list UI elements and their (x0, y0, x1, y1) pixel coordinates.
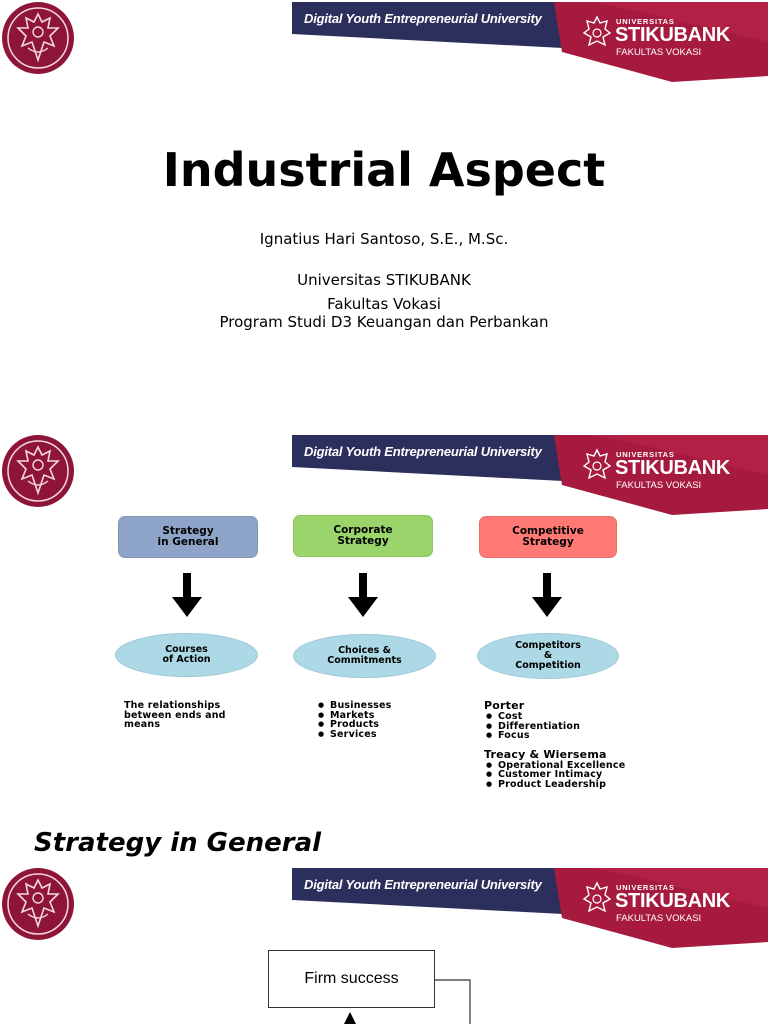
list-item: Cost (484, 712, 625, 722)
page-title: Industrial Aspect (162, 143, 606, 197)
university-logo (2, 435, 74, 507)
list-item: Products (316, 720, 392, 730)
oval-line: of Action (162, 654, 211, 665)
oval-line: Commitments (327, 655, 402, 666)
list-item: Product Leadership (484, 779, 625, 790)
connector-lines (344, 1012, 356, 1024)
small-emblem-icon (583, 881, 611, 913)
banner-background (292, 2, 768, 82)
box-line: Strategy (522, 536, 574, 548)
brand-small-text: UNIVERSITAS (616, 450, 675, 459)
competitors-competition-oval: Competitors&Competition (477, 633, 619, 679)
slide-1: Digital Youth Entrepreneurial University… (0, 0, 768, 400)
down-arrow-icon (172, 573, 202, 617)
connector-line (435, 979, 471, 1024)
list-item: Differentiation (484, 721, 625, 732)
brand-name: STIKUBANK (615, 457, 731, 479)
tagline: Digital Youth Entrepreneurial University (304, 444, 542, 459)
column-2-note: Businesses Markets Products Services (316, 701, 392, 739)
section-title: Strategy in General (34, 828, 322, 858)
brand-name: STIKUBANK (615, 890, 731, 912)
small-emblem-icon (583, 448, 611, 480)
box-line: Competitive (512, 525, 584, 537)
brand-name: STIKUBANK (615, 24, 731, 46)
program-name: Program Studi D3 Keuangan dan Perbankan (219, 313, 549, 331)
author-name: Ignatius Hari Santoso, S.E., M.Sc. (259, 230, 509, 248)
note-line: means (124, 719, 161, 730)
column-3-note: Porter Cost Differentiation Focus Treacy… (484, 700, 625, 789)
tagline: Digital Youth Entrepreneurial University (304, 11, 542, 26)
oval-line: & (543, 650, 553, 661)
university-logo (2, 868, 74, 940)
slide-3: Digital Youth Entrepreneurial University… (0, 866, 768, 1024)
brand-sub-text: FAKULTAS VOKASI (616, 913, 702, 924)
slide-2: Digital Youth Entrepreneurial University… (0, 433, 768, 833)
list-item: Customer Intimacy (484, 770, 625, 780)
banner-background (292, 435, 768, 515)
up-arrow-icon (344, 1012, 356, 1024)
note-line: The relationships (124, 700, 221, 711)
tagline: Digital Youth Entrepreneurial University (304, 877, 542, 892)
group-heading: Porter (484, 699, 525, 712)
list-item: Markets (316, 710, 392, 721)
brand-small-text: UNIVERSITAS (616, 883, 675, 892)
oval-line: Competitors (515, 640, 581, 651)
column-1-note: The relationships between ends and means (124, 701, 226, 730)
list-item: Businesses (316, 701, 392, 711)
eagle-emblem-icon (7, 873, 69, 935)
choices-commitments-oval: Choices &Commitments (293, 634, 436, 678)
brand-small-text: UNIVERSITAS (616, 17, 675, 26)
institution-name: Universitas STIKUBANK (297, 271, 471, 289)
box-line: Strategy (337, 535, 389, 547)
list-item: Operational Excellence (484, 760, 625, 771)
banner-background (292, 868, 768, 948)
university-logo (2, 2, 74, 74)
oval-line: Courses (165, 644, 208, 655)
down-arrow-icon (532, 573, 562, 617)
oval-line: Choices & (338, 645, 391, 656)
eagle-emblem-icon (7, 440, 69, 502)
box-line: Strategy (162, 525, 214, 537)
box-line: in General (157, 536, 219, 548)
down-arrow-icon (348, 573, 378, 617)
note-line: between ends and (124, 709, 226, 721)
list-item: Services (316, 729, 392, 740)
brand-sub-text: FAKULTAS VOKASI (616, 480, 702, 491)
eagle-emblem-icon (7, 7, 69, 69)
group-heading: Treacy & Wiersema (484, 747, 607, 761)
small-emblem-icon (583, 15, 611, 47)
list-item: Focus (484, 731, 625, 741)
oval-line: Competition (515, 660, 581, 671)
faculty-name: Fakultas Vokasi (327, 295, 441, 313)
firm-success-box: Firm success (268, 950, 435, 1008)
brand-sub-text: FAKULTAS VOKASI (616, 47, 702, 58)
box-line: Corporate (333, 524, 393, 536)
